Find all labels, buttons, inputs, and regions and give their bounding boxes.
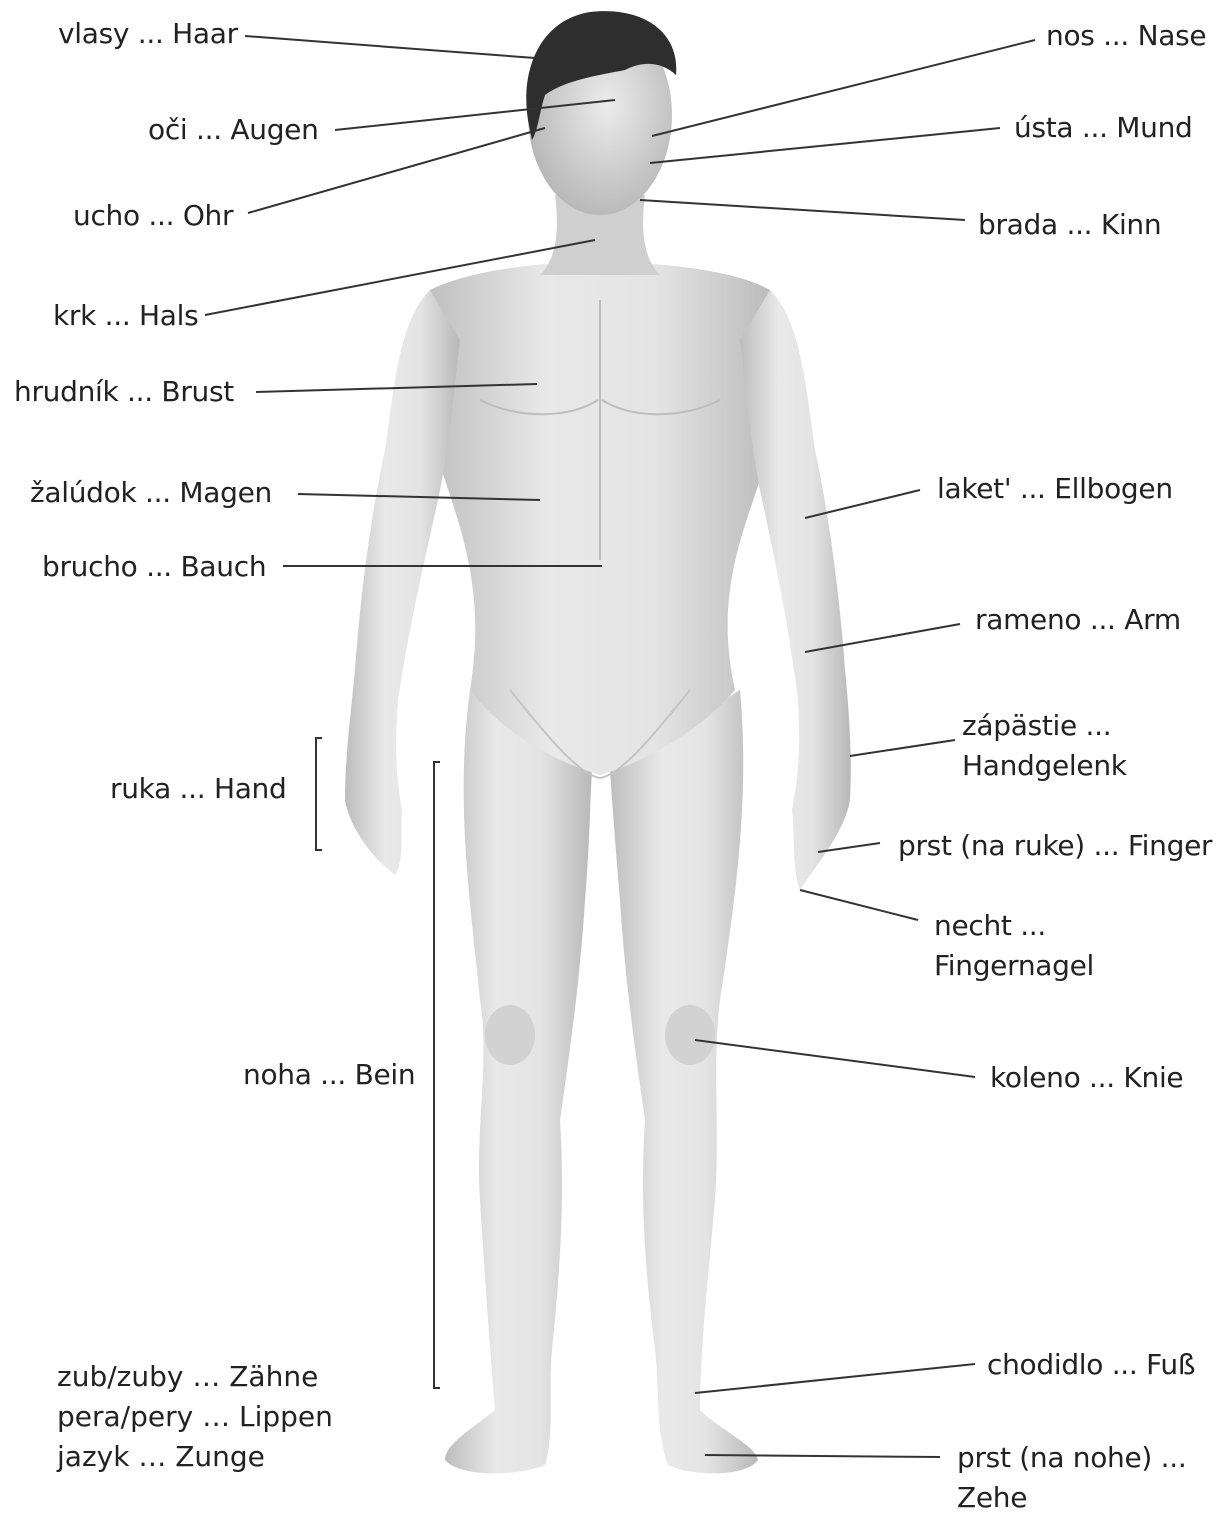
label-prst-ruka: prst (na ruke) ... Finger: [898, 826, 1212, 866]
right-arm: [740, 290, 851, 890]
label-hrudnik: hrudník ... Brust: [14, 372, 234, 412]
label-necht-line2: Fingernagel: [934, 946, 1094, 986]
right-leg: [610, 690, 758, 1473]
label-brucho: brucho ... Bauch: [42, 547, 266, 587]
label-krk: krk ... Hals: [53, 296, 198, 336]
extra-vocab-item: zub/zuby … Zähne: [57, 1357, 333, 1397]
label-vlasy: vlasy ... Haar: [58, 14, 238, 54]
label-zapastie-line1: zápästie ...: [962, 706, 1127, 746]
label-noha: noha ... Bein: [243, 1055, 415, 1095]
torso: [423, 262, 781, 775]
label-koleno: koleno ... Knie: [990, 1058, 1183, 1098]
label-zaludok: žalúdok ... Magen: [30, 473, 272, 513]
label-oci: oči ... Augen: [148, 110, 319, 150]
label-necht-line1: necht ...: [934, 906, 1094, 946]
label-chodidlo: chodidlo ... Fuß: [987, 1345, 1195, 1385]
label-prst-noha: prst (na nohe) ... Zehe: [957, 1438, 1186, 1518]
label-prst-noha-line2: Zehe: [957, 1478, 1186, 1518]
label-prst-noha-line1: prst (na nohe) ...: [957, 1438, 1186, 1478]
label-zapastie-line2: Handgelenk: [962, 746, 1127, 786]
label-usta: ústa ... Mund: [1014, 108, 1193, 148]
label-necht: necht ... Fingernagel: [934, 906, 1094, 986]
label-nos: nos ... Nase: [1046, 16, 1206, 56]
human-body: [345, 11, 851, 1473]
label-rameno: rameno ... Arm: [975, 600, 1181, 640]
left-leg: [445, 690, 592, 1473]
label-laket: laket' ... Ellbogen: [937, 469, 1173, 509]
label-zapastie: zápästie ... Handgelenk: [962, 706, 1127, 786]
extra-vocab-item: pera/pery … Lippen: [57, 1397, 333, 1437]
left-arm: [345, 290, 460, 875]
extra-vocab-item: jazyk … Zunge: [57, 1437, 333, 1477]
label-ruka: ruka ... Hand: [110, 769, 286, 809]
label-ucho: ucho ... Ohr: [73, 196, 233, 236]
label-brada: brada ... Kinn: [978, 205, 1161, 245]
extra-vocabulary: zub/zuby … Zähne pera/pery … Lippen jazy…: [57, 1357, 333, 1477]
